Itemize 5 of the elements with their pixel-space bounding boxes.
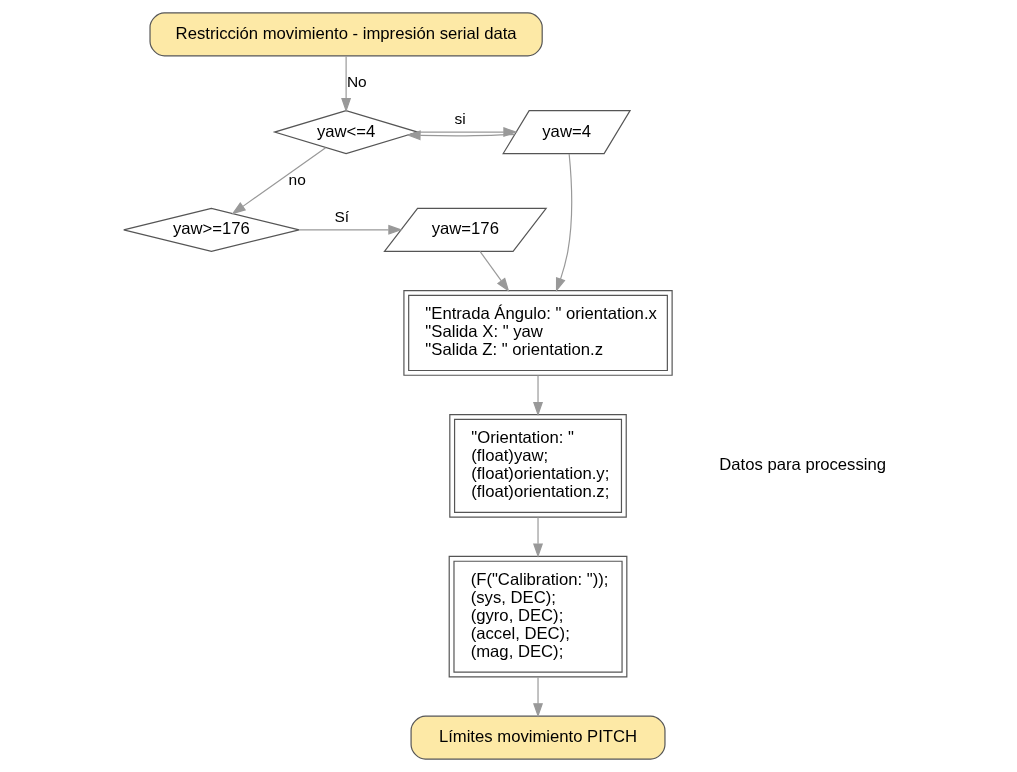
edge-label: No [346, 73, 367, 91]
edge-label: no [288, 171, 306, 189]
edge-label: si [454, 110, 466, 128]
label: Datos para processing [719, 455, 887, 475]
edge-label: Sí [334, 207, 350, 225]
